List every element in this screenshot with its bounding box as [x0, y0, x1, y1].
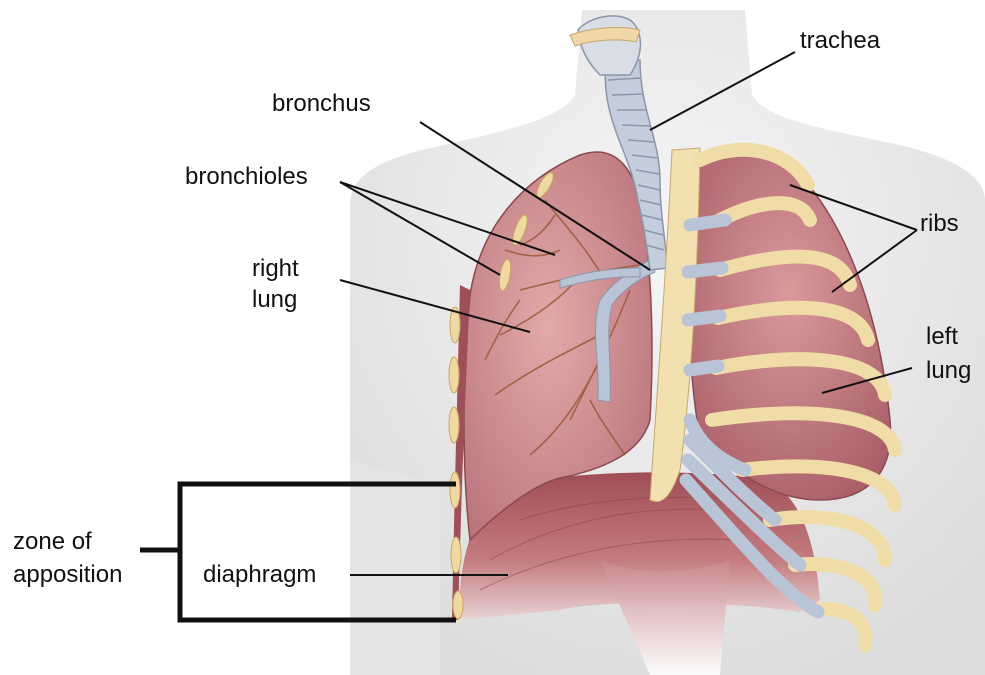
trachea-label: trachea — [800, 26, 880, 55]
bronchus-label: bronchus — [272, 89, 371, 118]
zone-of-apposition-label-line1: zone of — [13, 527, 92, 556]
zone-of-apposition-label-line2: apposition — [13, 560, 122, 589]
left-lung-label-line2: lung — [926, 356, 971, 385]
right-lung-label-line2: lung — [252, 285, 297, 314]
right-lung-label-line1: right — [252, 254, 299, 283]
diaphragm-label: diaphragm — [203, 560, 316, 589]
bronchioles-label: bronchioles — [185, 162, 308, 191]
ribs-label: ribs — [920, 209, 959, 238]
left-lung-label-line1: left — [926, 322, 958, 351]
armpit-shadow-left — [350, 460, 440, 675]
